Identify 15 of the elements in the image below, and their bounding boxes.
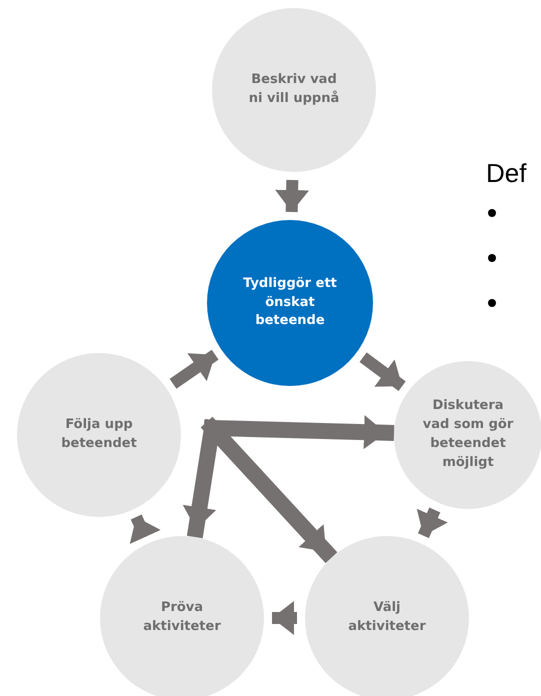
- block-arrow: [170, 350, 219, 389]
- block-arrow: [130, 514, 161, 544]
- block-arrow: [360, 352, 406, 391]
- step-label: Beskriv vad ni vill uppnå: [248, 71, 340, 108]
- step-label: Pröva aktiviteter: [142, 599, 222, 636]
- heading-text: Def: [486, 157, 526, 190]
- block-arrow: [275, 180, 310, 212]
- block-arrow: [416, 508, 448, 538]
- step-label: Tydliggör ett önskat beteende: [242, 274, 338, 330]
- block-arrow: [272, 601, 297, 635]
- step-label: Välj aktiviteter: [347, 599, 427, 636]
- block-arrow: [182, 420, 220, 538]
- block-arrow: [204, 415, 394, 450]
- step-label: Följa upp beteendet: [60, 416, 138, 453]
- step-label: Diskutera vad som gör beteendet möjligt: [422, 397, 514, 472]
